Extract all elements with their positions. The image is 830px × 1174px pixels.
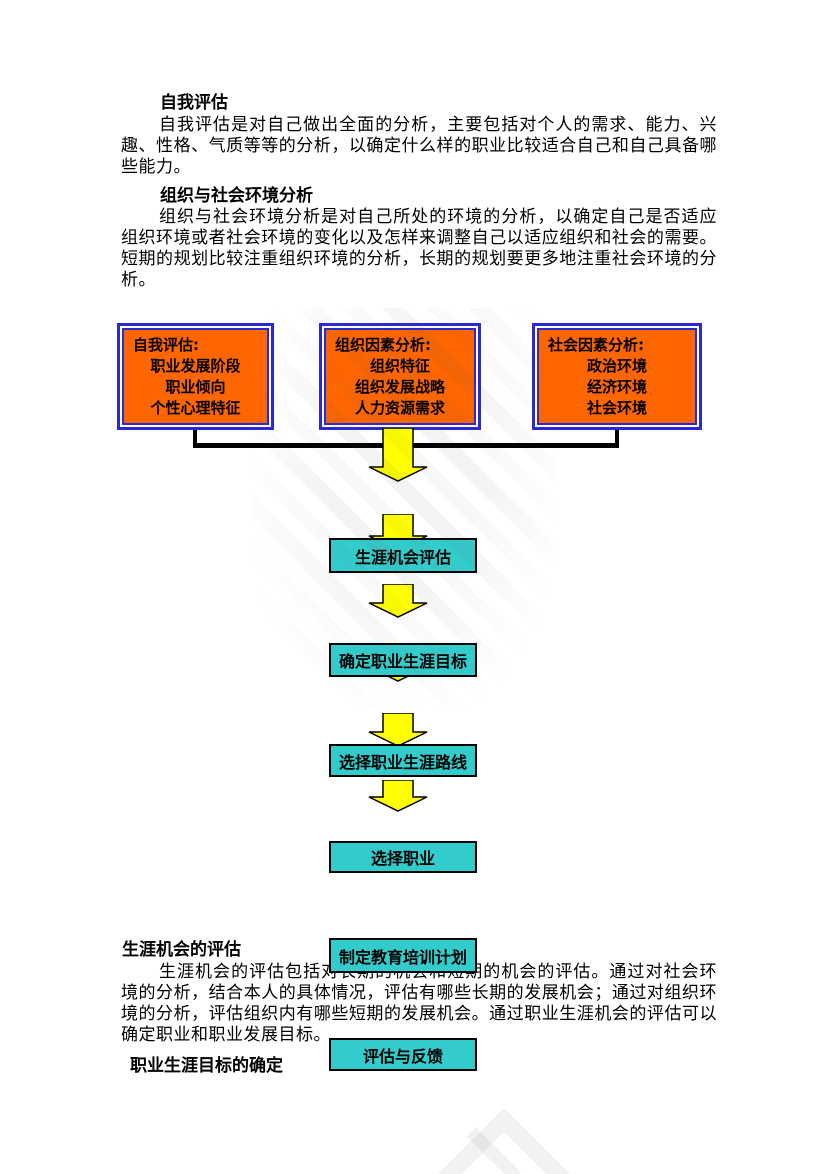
step-label: 生涯机会评估 xyxy=(354,547,451,567)
source-box-title: 社会因素分析: xyxy=(548,336,644,354)
flow-arrow-down-icon xyxy=(368,584,428,618)
source-box-item: 人力资源需求 xyxy=(354,399,445,417)
step-box-determine-career-goals: 确定职业生涯目标 xyxy=(329,643,477,677)
step-box-education-training-plan: 制定教育培训计划 xyxy=(329,938,477,973)
source-box-title: 自我评估: xyxy=(133,336,199,354)
source-box-organization-factors: 组织因素分析: 组织特征 组织发展战略 人力资源需求 xyxy=(319,323,481,430)
source-box-item: 职业倾向 xyxy=(165,378,226,396)
step-label: 选择职业生涯路线 xyxy=(338,752,467,772)
source-box-item: 经济环境 xyxy=(586,378,647,396)
step-label: 评估与反馈 xyxy=(362,1046,443,1066)
watermark-diamond xyxy=(373,1107,635,1174)
connector-right-stub xyxy=(615,430,619,445)
source-box-social-factors: 社会因素分析: 政治环境 经济环境 社会环境 xyxy=(532,323,702,430)
source-box-item: 政治环境 xyxy=(586,357,647,375)
heading-org-social-analysis: 组织与社会环境分析 xyxy=(160,186,313,206)
step-box-choose-occupation: 选择职业 xyxy=(329,841,477,873)
paragraph-career-opportunity: 生涯机会的评估包括对长期的机会和短期的机会的评估。通过对社会环境的分析，结合本人… xyxy=(121,962,717,1045)
flow-arrow-down-icon xyxy=(368,427,428,482)
source-box-title: 组织因素分析: xyxy=(335,336,431,354)
source-box-item: 个性心理特征 xyxy=(150,399,241,417)
step-label: 选择职业 xyxy=(370,849,435,868)
heading-career-opportunity: 生涯机会的评估 xyxy=(122,940,241,960)
paragraph-org-social-analysis: 组织与社会环境分析是对自己所处的环境的分析，以确定自己是否适应组织环境或者社会环… xyxy=(121,207,717,290)
heading-self-assessment: 自我评估 xyxy=(160,93,228,113)
source-box-item: 社会环境 xyxy=(586,399,647,417)
source-box-self-assessment: 自我评估: 职业发展阶段 职业倾向 个性心理特征 xyxy=(117,323,274,430)
flow-arrow-down-icon xyxy=(368,780,428,812)
paragraph-self-assessment: 自我评估是对自己做出全面的分析，主要包括对个人的需求、能力、兴趣、性格、气质等等… xyxy=(121,115,717,177)
step-label: 确定职业生涯目标 xyxy=(338,652,467,671)
flow-arrow-down-icon xyxy=(368,713,428,747)
source-box-item: 组织特征 xyxy=(369,357,430,375)
watermark-glyph-mark xyxy=(466,1127,522,1174)
connector-left-stub xyxy=(193,430,197,445)
source-box-item: 职业发展阶段 xyxy=(150,357,241,375)
source-box-item: 组织发展战略 xyxy=(354,378,445,396)
step-label: 制定教育培训计划 xyxy=(338,947,467,967)
step-box-career-opportunity-evaluation: 生涯机会评估 xyxy=(329,538,477,573)
step-box-choose-career-path: 选择职业生涯路线 xyxy=(329,744,477,777)
step-box-evaluation-feedback: 评估与反馈 xyxy=(329,1038,477,1071)
heading-career-goal: 职业生涯目标的确定 xyxy=(130,1056,283,1076)
